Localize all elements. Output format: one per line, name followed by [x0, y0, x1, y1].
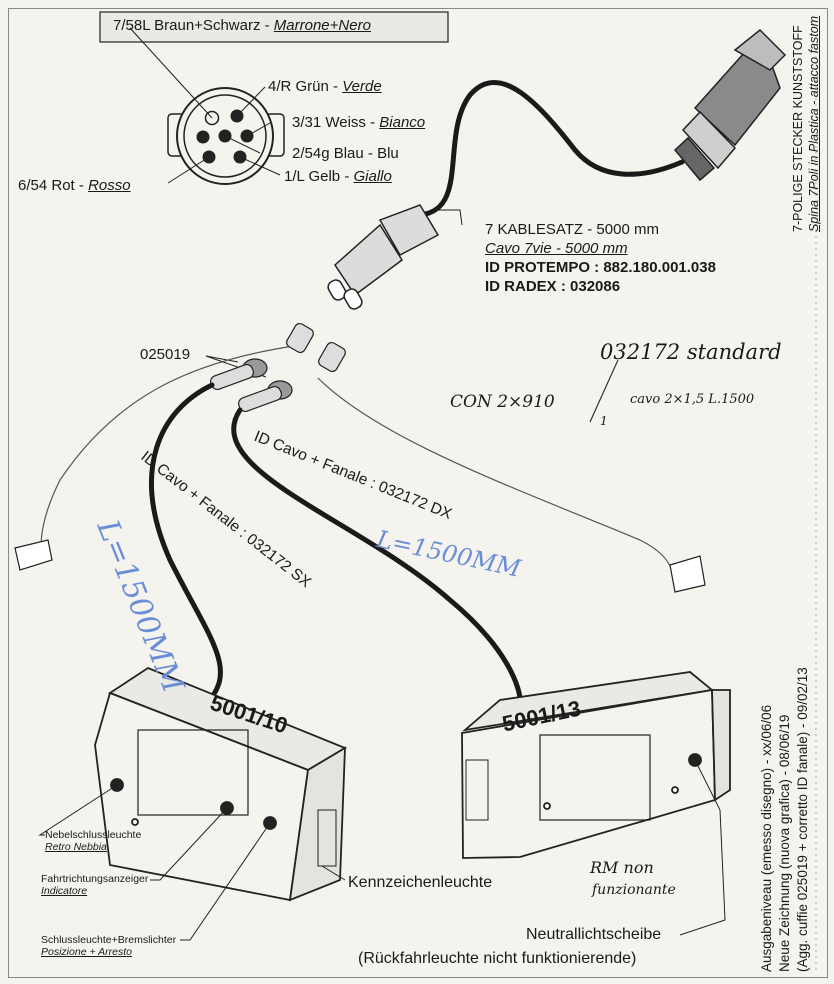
fastom-connector-icon — [327, 204, 440, 310]
plug-label: 7-POLIGE STECKER KUNSTSTOFF Spina 7Poli … — [791, 15, 821, 232]
cable-title: 7 KABLESATZ - 5000 mm — [485, 221, 659, 238]
connector-025019-icon — [210, 322, 346, 413]
neutral-note: (Rückfahrleuchte nicht funktionierende) — [358, 950, 637, 967]
note-cavo: cavo 2×1,5 L.1500 — [630, 392, 755, 407]
lamp-5001-10-icon — [94, 666, 348, 902]
note-rm-2: funzionante — [592, 882, 676, 898]
pin-6-label: 6/54 Rot - Rosso — [18, 177, 131, 194]
thin-wire-left — [40, 344, 301, 556]
kennzeichen-label: Kennzeichenleuchte — [348, 874, 493, 891]
revision-3: (Agg. cuffie 025019 + corretto ID fanale… — [795, 667, 810, 972]
plug-icon — [673, 28, 787, 182]
note-con-1: 1 — [600, 414, 608, 428]
pin-3-label: 3/31 Weiss - Bianco — [292, 114, 426, 131]
note-con: CON 2×910 — [450, 392, 555, 412]
cable-dx — [231, 407, 523, 703]
pin-7-label: 7/58L Braun+Schwarz - Marrone+Nero — [113, 17, 371, 34]
cable-id-protempo: ID PROTEMPO : 882.180.001.038 — [485, 259, 716, 276]
part-025019-label: 025019 — [140, 346, 191, 363]
note-standard: 032172 standard — [600, 340, 782, 364]
callout-fahrtrichtung: Fahrtrichtungsanzeiger Indicatore — [41, 873, 149, 897]
connector-label-box — [99, 11, 449, 43]
cable-id-radex: ID RADEX : 032086 — [485, 278, 621, 295]
cable-info: 7 KABLESATZ - 5000 mm Cavo 7vie - 5000 m… — [485, 220, 716, 296]
main-cable — [417, 80, 685, 218]
pin-1-label: 1/L Gelb - Giallo — [284, 168, 392, 185]
revision-1: Ausgabeniveau (emesso disegno) - xx/06/0… — [759, 704, 774, 972]
note-rm: RM non — [590, 858, 654, 877]
neutral-label: Neutrallichtscheibe — [526, 926, 662, 943]
revision-block: Ausgabeniveau (emesso disegno) - xx/06/0… — [758, 667, 812, 972]
pin-2-label: 2/54g Blau - Blu — [292, 145, 399, 162]
callout-schluss: Schlussleuchte+Bremslichter Posizione + … — [41, 934, 177, 958]
lamp-5001-13-icon — [461, 671, 731, 859]
thin-wire-right — [317, 377, 673, 571]
cable-sx — [149, 382, 223, 708]
callout-nebel: Nebelschlussleuchte Retro Nebbia — [45, 829, 142, 853]
cable-title-it: Cavo 7vie - 5000 mm — [485, 240, 628, 257]
revision-2: Neue Zeichnung (nuova grafica) - 08/06/1… — [777, 714, 792, 972]
pin-4-label: 4/R Grün - Verde — [268, 78, 382, 95]
